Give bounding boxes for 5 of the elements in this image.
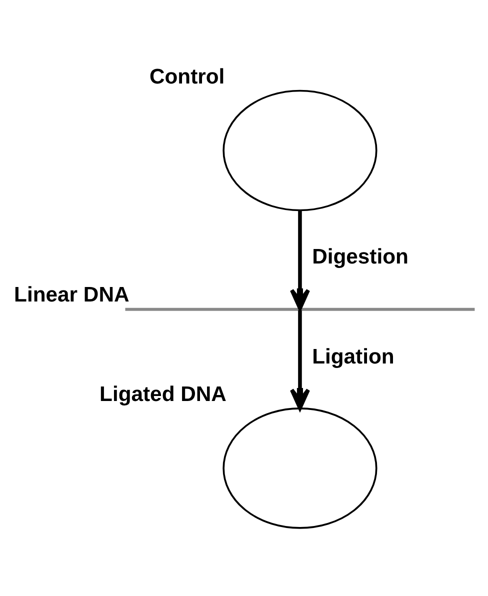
edge-label: Ligation — [312, 345, 394, 368]
edge-label: Digestion — [312, 246, 408, 269]
node-label: Control — [149, 65, 225, 88]
node-label: Linear DNA — [14, 283, 130, 306]
node-label: Ligated DNA — [100, 383, 226, 406]
